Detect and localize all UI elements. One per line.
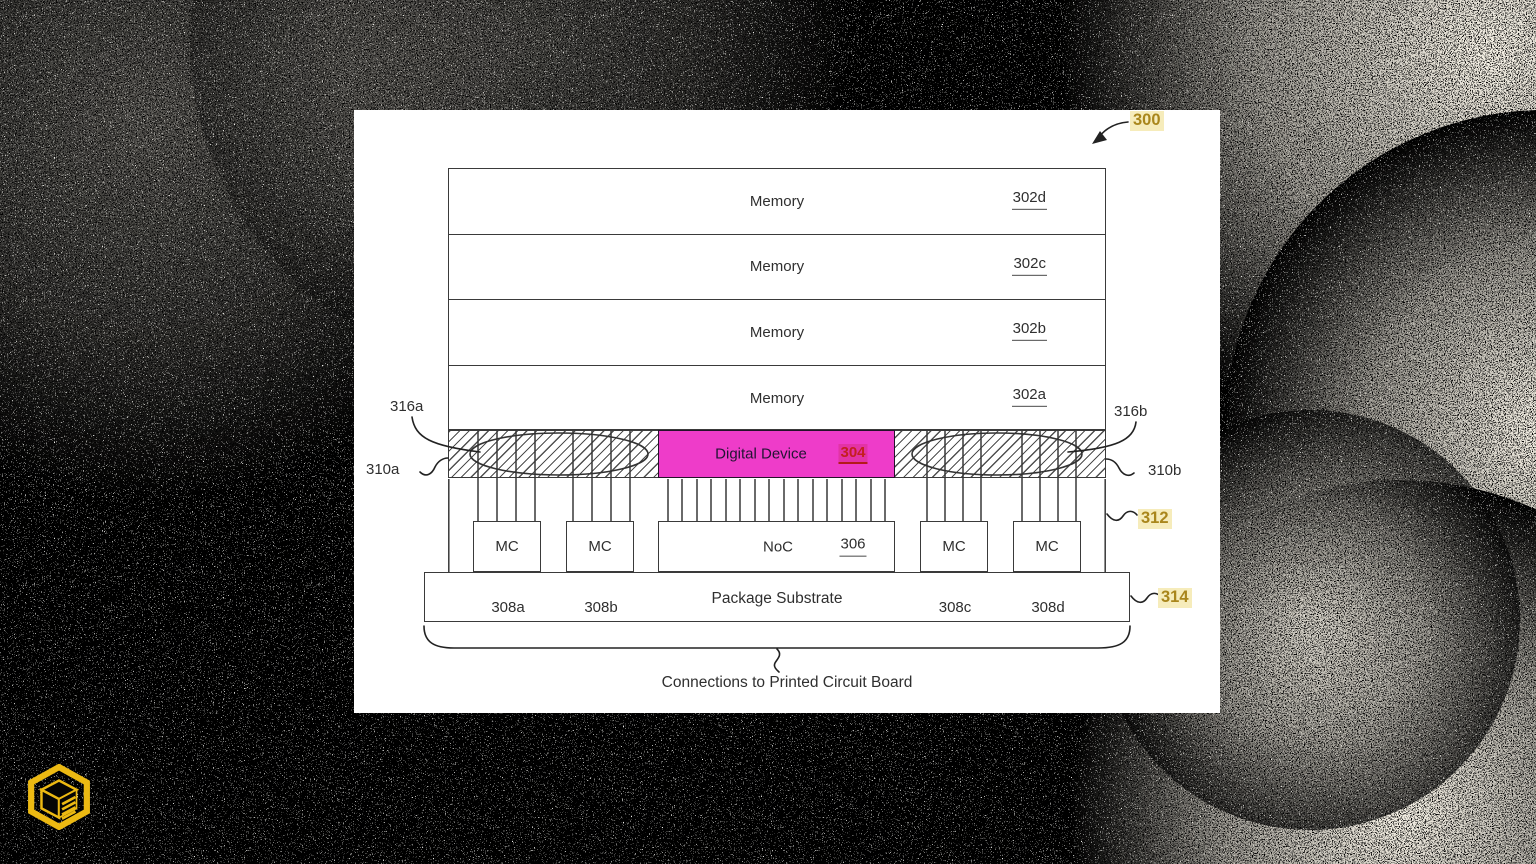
memory-row-302a: Memory 302a xyxy=(449,366,1105,432)
memory-ref: 302d xyxy=(1011,189,1047,211)
ref-316b-label: 316b xyxy=(1114,403,1148,420)
mc-box-3: MC xyxy=(920,521,988,572)
mc-label: MC xyxy=(942,538,966,555)
ref-314-label: 314 xyxy=(1158,588,1192,608)
pcb-brace-squiggle xyxy=(773,648,781,673)
leader-310b xyxy=(1105,458,1135,476)
memory-label: Memory xyxy=(749,192,805,210)
substrate-ref-308c: 308c xyxy=(938,599,972,616)
substrate-ref-308b: 308b xyxy=(584,599,618,616)
pcb-caption: Connections to Printed Circuit Board xyxy=(661,674,913,691)
mc-label: MC xyxy=(1035,538,1059,555)
digital-device-label: Digital Device xyxy=(715,445,807,463)
mc-box-1: MC xyxy=(473,521,541,572)
package-substrate: Package Substrate 308a 308b 308c 308d xyxy=(424,572,1130,622)
noc-ref: 306 xyxy=(839,535,867,557)
leader-312 xyxy=(1106,510,1138,522)
memory-row-302c: Memory 302c xyxy=(449,235,1105,300)
memory-label: Memory xyxy=(749,323,805,341)
figure-card: Memory 302d Memory 302c Memory 302b Memo… xyxy=(354,110,1220,713)
mc-box-4: MC xyxy=(1013,521,1081,572)
memory-label: Memory xyxy=(749,389,805,407)
noc-label: NoC xyxy=(762,538,794,555)
ref-300-arrow xyxy=(1098,121,1129,138)
ref-310a-label: 310a xyxy=(366,461,400,478)
substrate-ref-308d: 308d xyxy=(1031,599,1065,616)
leader-310a xyxy=(419,457,449,476)
brand-logo xyxy=(26,763,92,835)
hexagon-stack-logo-icon xyxy=(28,763,90,831)
memory-ref: 302b xyxy=(1011,320,1047,342)
arrowhead-300 xyxy=(1092,131,1107,144)
ref-316a-label: 316a xyxy=(390,398,424,415)
memory-ref: 302c xyxy=(1012,255,1047,276)
memory-stack: Memory 302d Memory 302c Memory 302b Memo… xyxy=(448,168,1106,430)
noc-box: NoC 306 xyxy=(658,521,895,572)
mc-box-2: MC xyxy=(566,521,634,572)
substrate-ref-308a: 308a xyxy=(491,599,525,616)
pcb-brace xyxy=(423,625,1131,649)
memory-row-302b: Memory 302b xyxy=(449,300,1105,366)
memory-ref: 302a xyxy=(1011,386,1047,408)
mc-label: MC xyxy=(495,538,519,555)
digital-device-box: Digital Device 304 xyxy=(658,430,895,478)
substrate-label: Package Substrate xyxy=(711,590,843,608)
digital-device-ref: 304 xyxy=(838,444,868,464)
mc-label: MC xyxy=(588,538,612,555)
ref-300-label: 300 xyxy=(1130,111,1164,131)
memory-row-302d: Memory 302d xyxy=(449,169,1105,235)
memory-label: Memory xyxy=(749,258,805,276)
leader-314 xyxy=(1130,592,1162,604)
ref-312-label: 312 xyxy=(1138,509,1172,529)
ref-310b-label: 310b xyxy=(1148,462,1182,479)
